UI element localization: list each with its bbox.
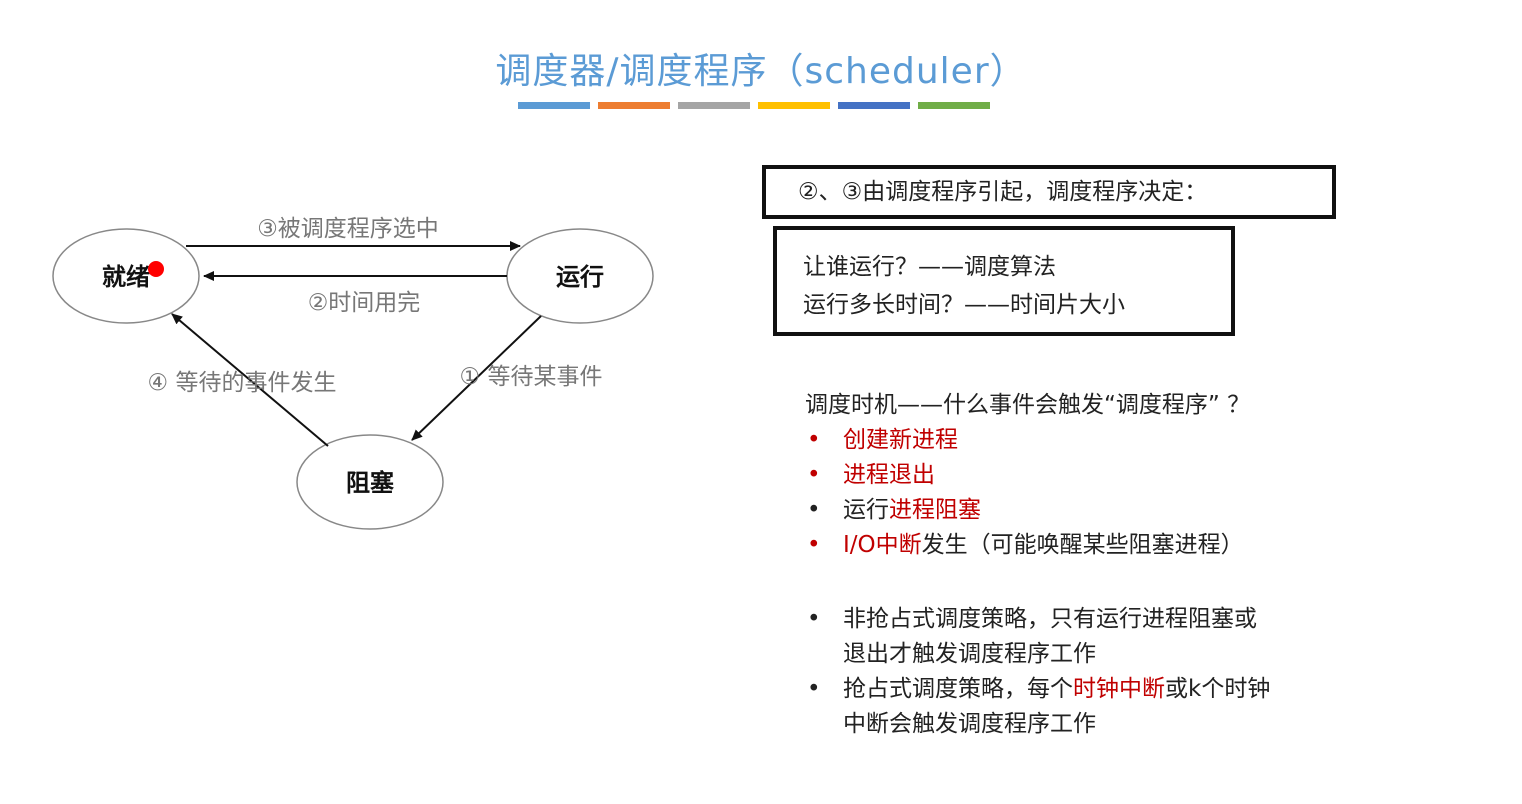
title-color-bar — [518, 102, 990, 109]
color-segment-2 — [598, 102, 670, 109]
edge-wait-arrow — [411, 315, 542, 441]
edge-timeout-label: ②时间用完 — [308, 290, 421, 316]
nonpreemptive-line-1: 非抢占式调度策略，只有运行进程阻塞或 — [843, 606, 1257, 632]
bullet: • — [807, 497, 821, 523]
state-ready-node — [52, 228, 200, 324]
timing-item-text: I/O中断 — [843, 532, 922, 558]
state-ready-label: 就绪 — [102, 263, 150, 291]
nonpreemptive-line-2: 退出才触发调度程序工作 — [843, 641, 1096, 667]
color-segment-4 — [758, 102, 830, 109]
scheduling-strategy-section: • 非抢占式调度策略，只有运行进程阻塞或 退出才触发调度程序工作 • 抢占式调度… — [805, 602, 1270, 742]
edge-wakeup-arrow — [171, 313, 329, 447]
timing-item-create: • 创建新进程 — [805, 423, 1250, 458]
preemptive-line-1: 抢占式调度策略，每个时钟中断或k个时钟 — [843, 672, 1270, 707]
timing-item-text: 进程退出 — [843, 462, 935, 488]
bullet: • — [807, 427, 821, 453]
timing-item-io: • I/O中断发生（可能唤醒某些阻塞进程） — [805, 528, 1250, 563]
preemptive-line-2: 中断会触发调度程序工作 — [843, 711, 1096, 737]
timing-item-text-plain: 发生（可能唤醒某些阻塞进程） — [921, 532, 1244, 558]
strategy-nonpreemptive: • 非抢占式调度策略，只有运行进程阻塞或 退出才触发调度程序工作 — [805, 602, 1270, 672]
color-segment-3 — [678, 102, 750, 109]
state-blocked-label: 阻塞 — [346, 469, 394, 497]
edge-dispatch-label: ③被调度程序选中 — [257, 216, 439, 242]
strategy-text: 抢占式调度策略，每个时钟中断或k个时钟 中断会触发调度程序工作 — [843, 672, 1270, 742]
strategy-preemptive: • 抢占式调度策略，每个时钟中断或k个时钟 中断会触发调度程序工作 — [805, 672, 1270, 742]
state-running-label: 运行 — [556, 263, 604, 291]
bullet: • — [807, 676, 821, 702]
process-state-diagram: 就绪 运行 阻塞 ③被调度程序选中 ②时间用完 ① 等待某事件 ④ 等待的事件发… — [52, 216, 654, 530]
timing-item-exit: • 进程退出 — [805, 458, 1250, 493]
preemptive-post: 或k个时钟 — [1165, 676, 1271, 702]
color-segment-1 — [518, 102, 590, 109]
timing-item-text-plain: 运行 — [843, 497, 889, 523]
scheduler-decision-box: ②、③由调度程序引起，调度程序决定： — [762, 165, 1336, 219]
color-segment-6 — [918, 102, 990, 109]
timing-item-block: • 运行进程阻塞 — [805, 493, 1250, 528]
bullet: • — [807, 606, 821, 632]
edge-wakeup-label: ④ 等待的事件发生 — [148, 370, 337, 396]
preemptive-pre: 抢占式调度策略，每个 — [843, 676, 1073, 702]
scheduler-questions-box: 让谁运行？——调度算法 运行多长时间？——时间片大小 — [773, 226, 1235, 336]
bullet: • — [807, 462, 821, 488]
pointer-marker — [148, 261, 164, 277]
question-how-long: 运行多长时间？——时间片大小 — [803, 292, 1125, 318]
page-title: 调度器/调度程序（scheduler） — [495, 51, 1027, 92]
preemptive-red: 时钟中断 — [1073, 676, 1165, 702]
question-who-runs: 让谁运行？——调度算法 — [803, 254, 1056, 280]
state-blocked-node — [296, 434, 444, 530]
color-segment-5 — [838, 102, 910, 109]
edge-wait-label: ① 等待某事件 — [460, 364, 603, 390]
bullet: • — [807, 532, 821, 558]
timing-item-text: 进程阻塞 — [889, 497, 981, 523]
timing-item-text: 创建新进程 — [843, 427, 958, 453]
scheduling-timing-section: 调度时机——什么事件会触发“调度程序” ？ • 创建新进程 • 进程退出 • 运… — [805, 388, 1250, 563]
strategy-text: 非抢占式调度策略，只有运行进程阻塞或 退出才触发调度程序工作 — [843, 602, 1257, 672]
timing-heading: 调度时机——什么事件会触发“调度程序” ？ — [805, 392, 1251, 418]
